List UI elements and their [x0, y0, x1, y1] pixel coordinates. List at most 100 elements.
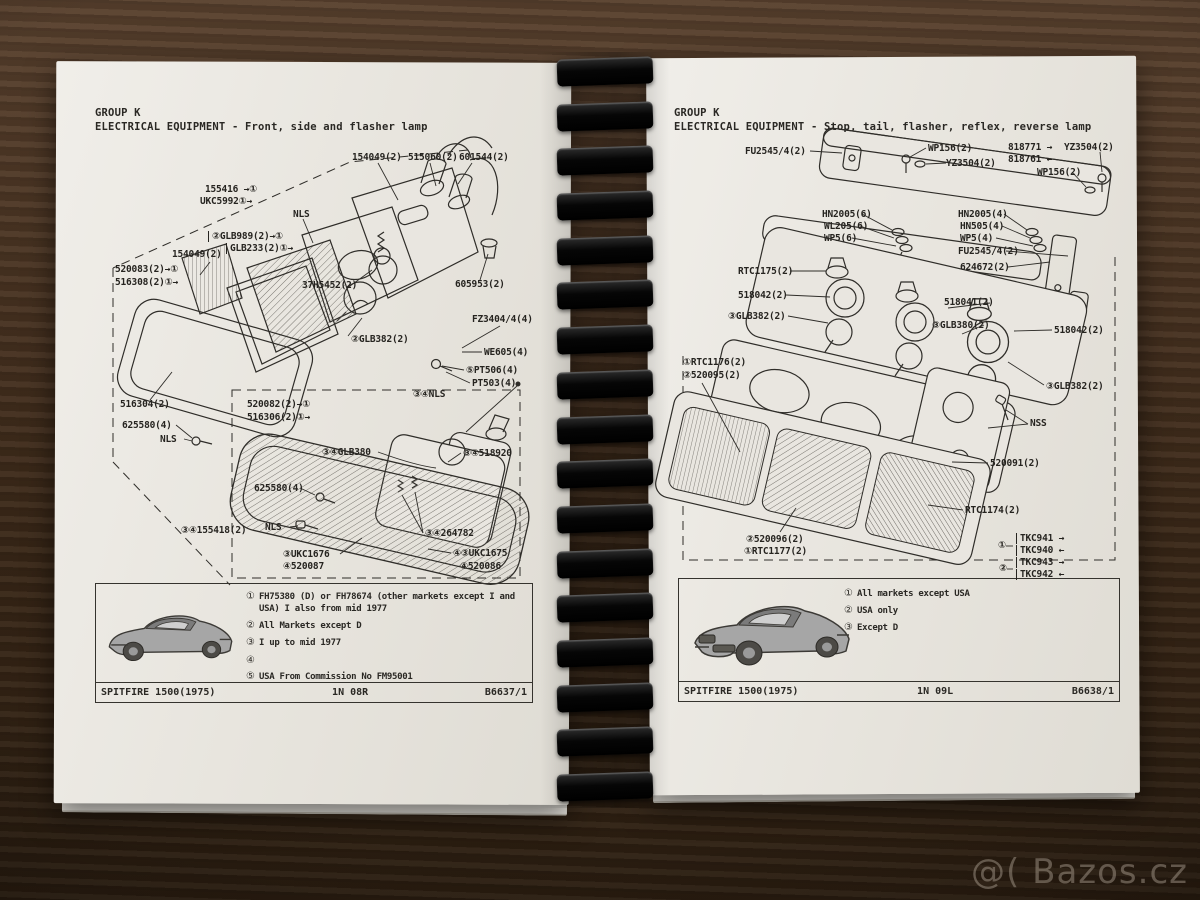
part-label: HN2005(6) — [822, 209, 872, 220]
part-label: TKC940 ← — [1016, 545, 1064, 556]
part-label: ③GLB380(2) — [932, 320, 990, 331]
part-label: ①RTC1176(2) — [683, 357, 747, 368]
part-label: ②520096(2) — [746, 534, 804, 545]
part-label: TKC942 ← — [1016, 569, 1064, 580]
part-label: WP156(2) — [1037, 167, 1082, 178]
part-label: RTC1175(2) — [738, 266, 794, 277]
note-number: ③ — [844, 622, 853, 634]
note-text: USA only — [856, 606, 898, 617]
part-label: YZ3504(2) — [1064, 142, 1114, 153]
footer-ref: B6637/1 — [484, 687, 527, 698]
part-label: ① — [998, 540, 1006, 551]
part-label: 516308(2)①→ — [115, 277, 179, 288]
note-text: USA From Commission No FM95001 — [258, 671, 413, 682]
part-label: NSS — [1030, 418, 1047, 429]
part-label: ③GLB382(2) — [1046, 381, 1104, 392]
part-label: 518042(2) — [738, 290, 788, 301]
part-label: 520091(2) — [990, 458, 1040, 469]
part-label: HN505(4) — [960, 221, 1005, 232]
part-label: FU2545/4(2) — [958, 246, 1019, 257]
part-label: FZ3404/4(4) — [472, 314, 533, 325]
note-number: ② — [246, 620, 255, 632]
part-label: WP5(6) — [824, 233, 858, 244]
note-text: All markets except USA — [856, 589, 970, 599]
part-label: ③GLB382(2) — [728, 311, 786, 322]
binding-tooth — [556, 637, 654, 668]
footer-model: SPITFIRE 1500(1975) — [101, 687, 216, 698]
part-label: WP5(4) — [960, 233, 994, 244]
note-text: FH75380 (D) or FH78674 (other markets ex… — [258, 592, 515, 615]
note-text: Except D — [856, 623, 898, 634]
binding-tooth — [556, 681, 654, 713]
note-number: ① — [844, 588, 853, 599]
part-label: TKC943 → — [1016, 557, 1064, 568]
left-page-footer: SPITFIRE 1500(1975) 1N 08R B6637/1 — [96, 682, 532, 702]
left-page-header: GROUP K ELECTRICAL EQUIPMENT - Front, si… — [95, 107, 428, 134]
binding-tooth — [556, 413, 654, 445]
binding-tooth — [556, 458, 654, 489]
part-label: FU2545/4(2) — [745, 146, 806, 157]
note-number: ① — [246, 591, 255, 602]
binding-tooth — [556, 56, 654, 87]
binding-tooth — [556, 503, 654, 534]
part-label: 624672(2) — [960, 262, 1010, 273]
part-label: 520083(2)→① — [115, 264, 179, 275]
binding-tooth — [556, 771, 654, 802]
part-label: 518041(2) — [944, 297, 994, 308]
left-page-title: ELECTRICAL EQUIPMENT - Front, side and f… — [95, 120, 428, 133]
part-label: HN2005(4) — [958, 209, 1008, 220]
spiral-binding — [556, 56, 654, 802]
note-text: All Markets except D — [258, 621, 362, 632]
binding-tooth — [556, 235, 654, 266]
part-label: 518042(2) — [1054, 325, 1104, 336]
part-label: YZ3504(2) — [946, 158, 996, 169]
car-illustration-left — [108, 615, 233, 662]
note-number: ② — [844, 605, 853, 617]
note-text: I up to mid 1977 — [258, 638, 341, 649]
part-label: 818761 ← — [1008, 154, 1053, 165]
part-label: WP156(2) — [928, 143, 973, 154]
note-number: ④ — [246, 654, 255, 666]
note-number: ⑤ — [246, 670, 255, 682]
part-label: RTC1174(2) — [965, 505, 1021, 516]
part-label: WL205(6) — [824, 221, 869, 232]
right-page-group: GROUP K — [674, 107, 720, 119]
binding-tooth — [556, 547, 654, 579]
footer-plate-code: 1N 09L — [917, 686, 954, 697]
bazos-watermark: @( Bazos.cz — [971, 852, 1188, 892]
part-label: ② — [999, 563, 1007, 574]
part-label: WE605(4) — [484, 347, 529, 358]
footer-plate-code: 1N 08R — [332, 687, 369, 698]
binding-tooth — [556, 279, 654, 311]
note-item: ④ — [246, 655, 526, 666]
part-label: ②520095(2) — [683, 370, 741, 381]
footer-model: SPITFIRE 1500(1975) — [684, 686, 799, 697]
binding-tooth — [556, 324, 654, 355]
car-illustration-right — [694, 605, 850, 666]
part-label: 601544(2) — [459, 152, 509, 163]
binding-tooth — [556, 369, 654, 400]
binding-tooth — [556, 726, 654, 757]
part-label: ①RTC1177(2) — [744, 546, 808, 557]
footer-ref: B6638/1 — [1071, 686, 1114, 697]
left-page-group: GROUP K — [95, 107, 141, 119]
binding-tooth — [556, 190, 654, 221]
right-page-footer: SPITFIRE 1500(1975) 1N 09L B6638/1 — [679, 681, 1119, 701]
binding-tooth — [556, 145, 654, 177]
part-label: ⑤PT506(4) — [466, 365, 518, 376]
part-label: PT503(4) — [472, 378, 517, 389]
note-number: ③ — [246, 637, 255, 649]
part-label: ②GLB382(2) — [351, 334, 409, 345]
binding-tooth — [556, 592, 654, 623]
part-label: 605953(2) — [455, 279, 505, 290]
binding-tooth — [556, 101, 654, 132]
